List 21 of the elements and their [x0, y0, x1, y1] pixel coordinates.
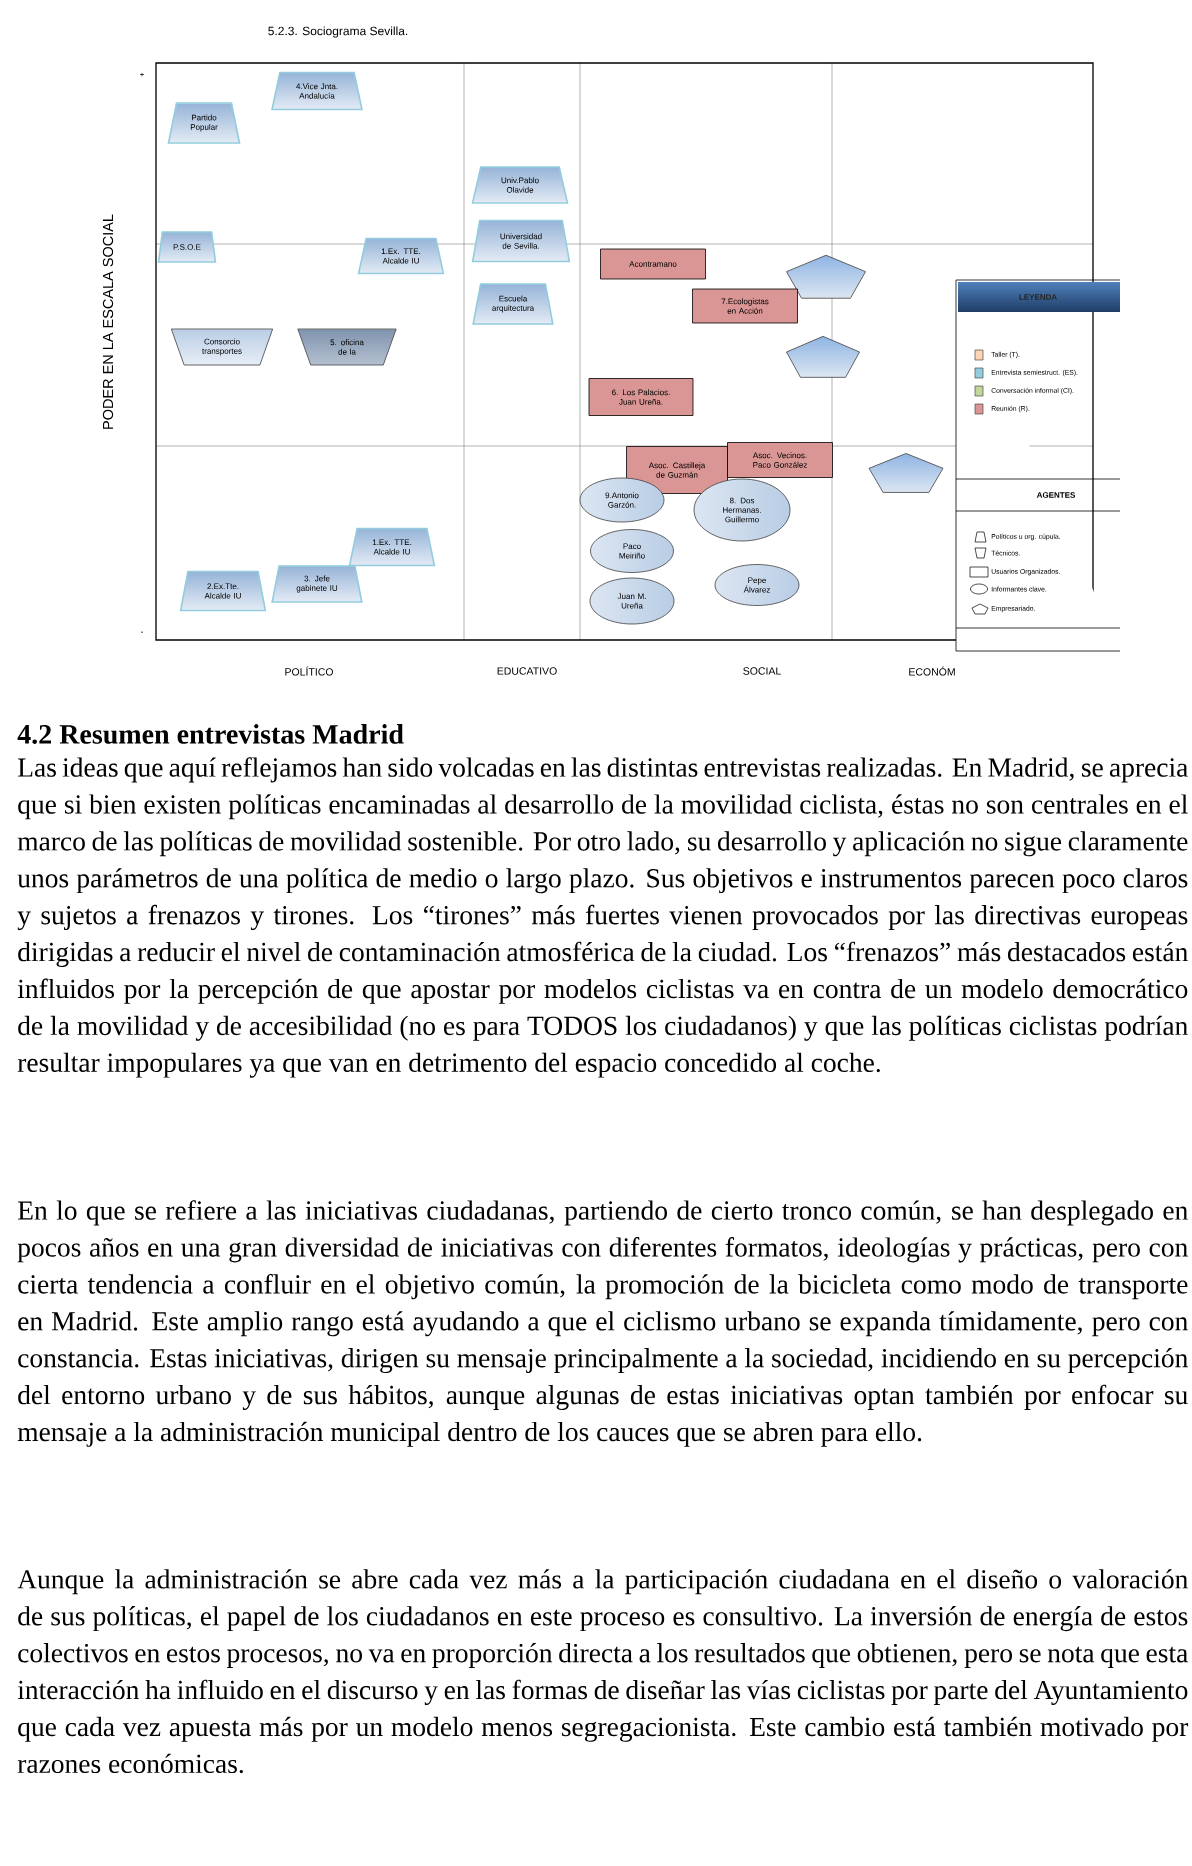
- axis-category: ECONÓM: [909, 666, 955, 676]
- axis-category: EDUCATIVO: [497, 667, 557, 675]
- rectangle-box: 6. Los Palacios. Juan Ureña.: [588, 378, 694, 416]
- axis-category: SOCIAL: [743, 667, 781, 675]
- section-heading: 4.2 Resumen entrevistas Madrid: [17, 724, 404, 744]
- legend-heading: AGENTES: [1036, 492, 1076, 498]
- rectangle-box: Asoc. Vecinos. Paco González: [727, 442, 833, 478]
- diagram-title: 5.2.3. Sociograma Sevilla.: [268, 26, 408, 38]
- legend-header: LEYENDA: [1019, 294, 1057, 300]
- rectangle-box: Acontramano: [600, 248, 706, 280]
- body-paragraph: Aunque la administración se abre cada vez más a la participación ciudadana en el diseño o valoración de sus políticas, el papel de los ciudadanos en este proceso es consultivo. La inversión de energía de estos colectivos en estos procesos, no va en proporción directa a los resultados que obtienen, pero se nota que esta interacción ha influido en el discurso y en las formas de diseñar las vías ciclistas por parte del Ayuntamiento que cada vez apuesta más por un modelo menos segregacionista. Este cambio está también motivado por razones económicas.: [17, 1569, 1189, 1774]
- axis-category: POLÍTICO: [285, 666, 333, 676]
- axis-sign: +: [140, 72, 144, 77]
- pentagon-shape: [868, 453, 944, 493]
- pentagon-shape: [786, 254, 866, 299]
- body-paragraph: Las ideas que aquí reflejamos han sido volcadas en las distintas entrevistas realizadas. En Madrid, se aprecia que si bien existen políticas encaminadas al desarrollo de la movilidad ciclista, éstas no son centrales en el marco de las políticas de movilidad sostenible. Por otro lado, su desarrollo y aplicación no sigue claramente unos parámetros de una política de medio o largo plazo. Sus objetivos e instrumentos parecen poco claros y sujetos a frenazos y tirones. Los “tirones” más fuertes vienen provocados por las directivas europeas dirigidas a reducir el nivel de contaminación atmosférica de la ciudad. Los “frenazos” más destacados están influidos por la percepción de que apostar por modelos ciclistas va en contra de un modelo democrático de la movilidad y de accesibilidad (no es para TODOS los ciudadanos) y que las políticas ciclistas podrían resultar impopulares ya que van en detrimento del espacio concedido al coche.: [17, 757, 1188, 1078]
- axis-sign: -: [141, 631, 143, 633]
- pentagon-shape: [786, 335, 860, 378]
- body-paragraph: En lo que se refiere a las iniciativas ciudadanas, partiendo de cierto tronco común, se han desplegado en pocos años en una gran diversidad de iniciativas con diferentes formatos, ideologías y prácticas, pero con cierta tendencia a confluir en el objetivo común, la promoción de la bicicleta como modo de transporte en Madrid. Este amplio rango está ayudando a que el ciclismo urbano se expanda tímidamente, pero con constancia. Estas iniciativas, dirigen su mensaje principalmente a la sociedad, incidiendo en su percepción del entorno urbano y de sus hábitos, aunque algunas de estas iniciativas optan también por enfocar su mensaje a la administración municipal dentro de los cauces que se abren para ello.: [17, 1200, 1188, 1447]
- axis-title: PODER EN LA ESCALA SOCIAL: [102, 214, 114, 429]
- rectangle-box: 7.Ecologistas en Acción: [692, 288, 798, 324]
